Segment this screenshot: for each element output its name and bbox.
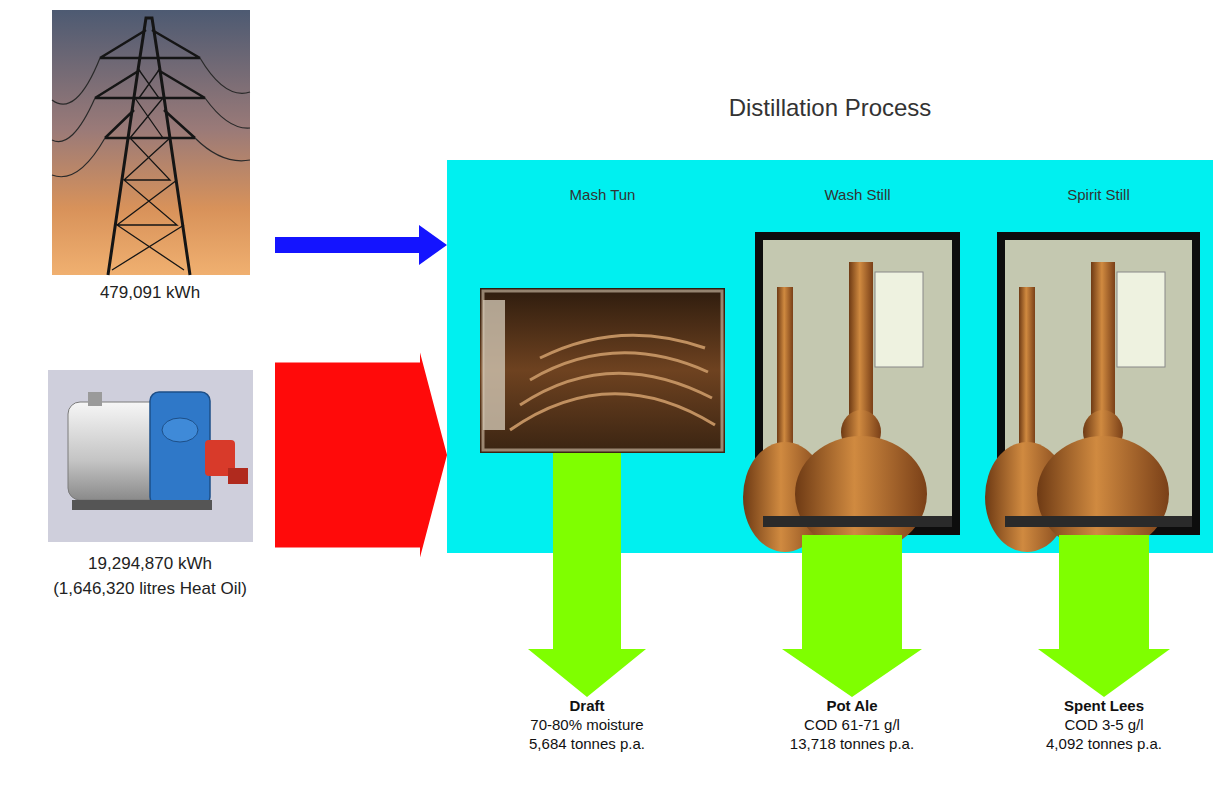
output-name: Spent Lees: [1046, 697, 1162, 716]
text-group: Distillation Process: [729, 94, 932, 123]
node-label: Wash Still: [824, 186, 890, 204]
output-block: Spent LeesCOD 3-5 g/l4,092 tonnes p.a.: [1024, 697, 1184, 758]
text-group: Draft70-80% moisture5,684 tonnes p.a.: [529, 697, 645, 753]
photo-ground: [480, 288, 725, 453]
window: [875, 272, 923, 367]
output-name: Draft: [529, 697, 645, 716]
node-label: 4,092 tonnes p.a.: [1046, 735, 1162, 754]
still-floor: [763, 516, 952, 527]
flow-arrow: [782, 535, 922, 697]
tun-wall: [483, 300, 505, 430]
text-group: Spirit Still: [1067, 186, 1130, 204]
pylon-legs: [108, 18, 190, 275]
pylon-photo: [52, 10, 250, 275]
spirit-still-photo: [985, 232, 1200, 552]
wash-still-photo: [743, 232, 960, 552]
boiler-photo: [48, 370, 253, 542]
output-name: Pot Ale: [790, 697, 914, 716]
still-neck: [849, 262, 873, 432]
still-pot: [1037, 436, 1169, 552]
process-panel: Distillation ProcessMash TunWash StillSp…: [447, 160, 1213, 553]
heat-source: 19,294,870 kWh(1,646,320 litres Heat Oil…: [25, 370, 275, 610]
flow-arrow: [528, 453, 646, 697]
window: [1117, 272, 1165, 367]
node-label: 479,091 kWh: [100, 283, 200, 303]
process-stage: Wash Still: [755, 180, 960, 535]
node-label: Distillation Process: [729, 94, 932, 123]
sky: [52, 10, 250, 275]
still-floor: [1005, 516, 1192, 527]
flow-arrow: [275, 353, 447, 558]
still-neck: [1019, 287, 1035, 467]
text-group: 479,091 kWh: [100, 283, 200, 303]
text-group: Spent LeesCOD 3-5 g/l4,092 tonnes p.a.: [1046, 697, 1162, 753]
boiler-door: [162, 418, 198, 442]
pylon-arms: [95, 30, 205, 138]
pylon-lattice: [112, 70, 184, 270]
flow-arrow: [1038, 535, 1170, 697]
rake-arms: [510, 335, 715, 430]
output-block: Draft70-80% moisture5,684 tonnes p.a.: [507, 697, 667, 758]
node-label: 70-80% moisture: [529, 716, 645, 735]
photo-ground: [48, 370, 253, 542]
power-source: 479,091 kWh: [25, 10, 275, 310]
node-label: COD 3-5 g/l: [1046, 716, 1162, 735]
boiler-base: [72, 500, 212, 510]
still-pot: [795, 436, 927, 552]
boiler-front: [150, 392, 210, 506]
text-group: 19,294,870 kWh(1,646,320 litres Heat Oil…: [53, 552, 247, 601]
process-stage: Spirit Still: [997, 180, 1200, 535]
node-label: (1,646,320 litres Heat Oil): [53, 577, 247, 602]
node-label: 19,294,870 kWh: [53, 552, 247, 577]
node-label: Mash Tun: [570, 186, 636, 204]
output-block: Pot AleCOD 61-71 g/l13,718 tonnes p.a.: [772, 697, 932, 758]
photo-frame: [483, 291, 722, 450]
node-label: COD 61-71 g/l: [790, 716, 914, 735]
text-group: Wash Still: [824, 186, 890, 204]
still-neck: [777, 287, 793, 467]
node-label: 5,684 tonnes p.a.: [529, 735, 645, 754]
mash-tun-photo: [480, 288, 725, 453]
burner-fan: [228, 468, 248, 484]
text-group: Pot AleCOD 61-71 g/l13,718 tonnes p.a.: [790, 697, 914, 753]
node-label: Spirit Still: [1067, 186, 1130, 204]
flow-arrow: [275, 225, 447, 265]
node-label: 13,718 tonnes p.a.: [790, 735, 914, 754]
power-wires: [52, 58, 250, 177]
process-stage: Mash Tun: [480, 180, 725, 453]
still-neck: [1091, 262, 1115, 432]
boiler-valve: [88, 392, 102, 406]
text-group: Mash Tun: [570, 186, 636, 204]
